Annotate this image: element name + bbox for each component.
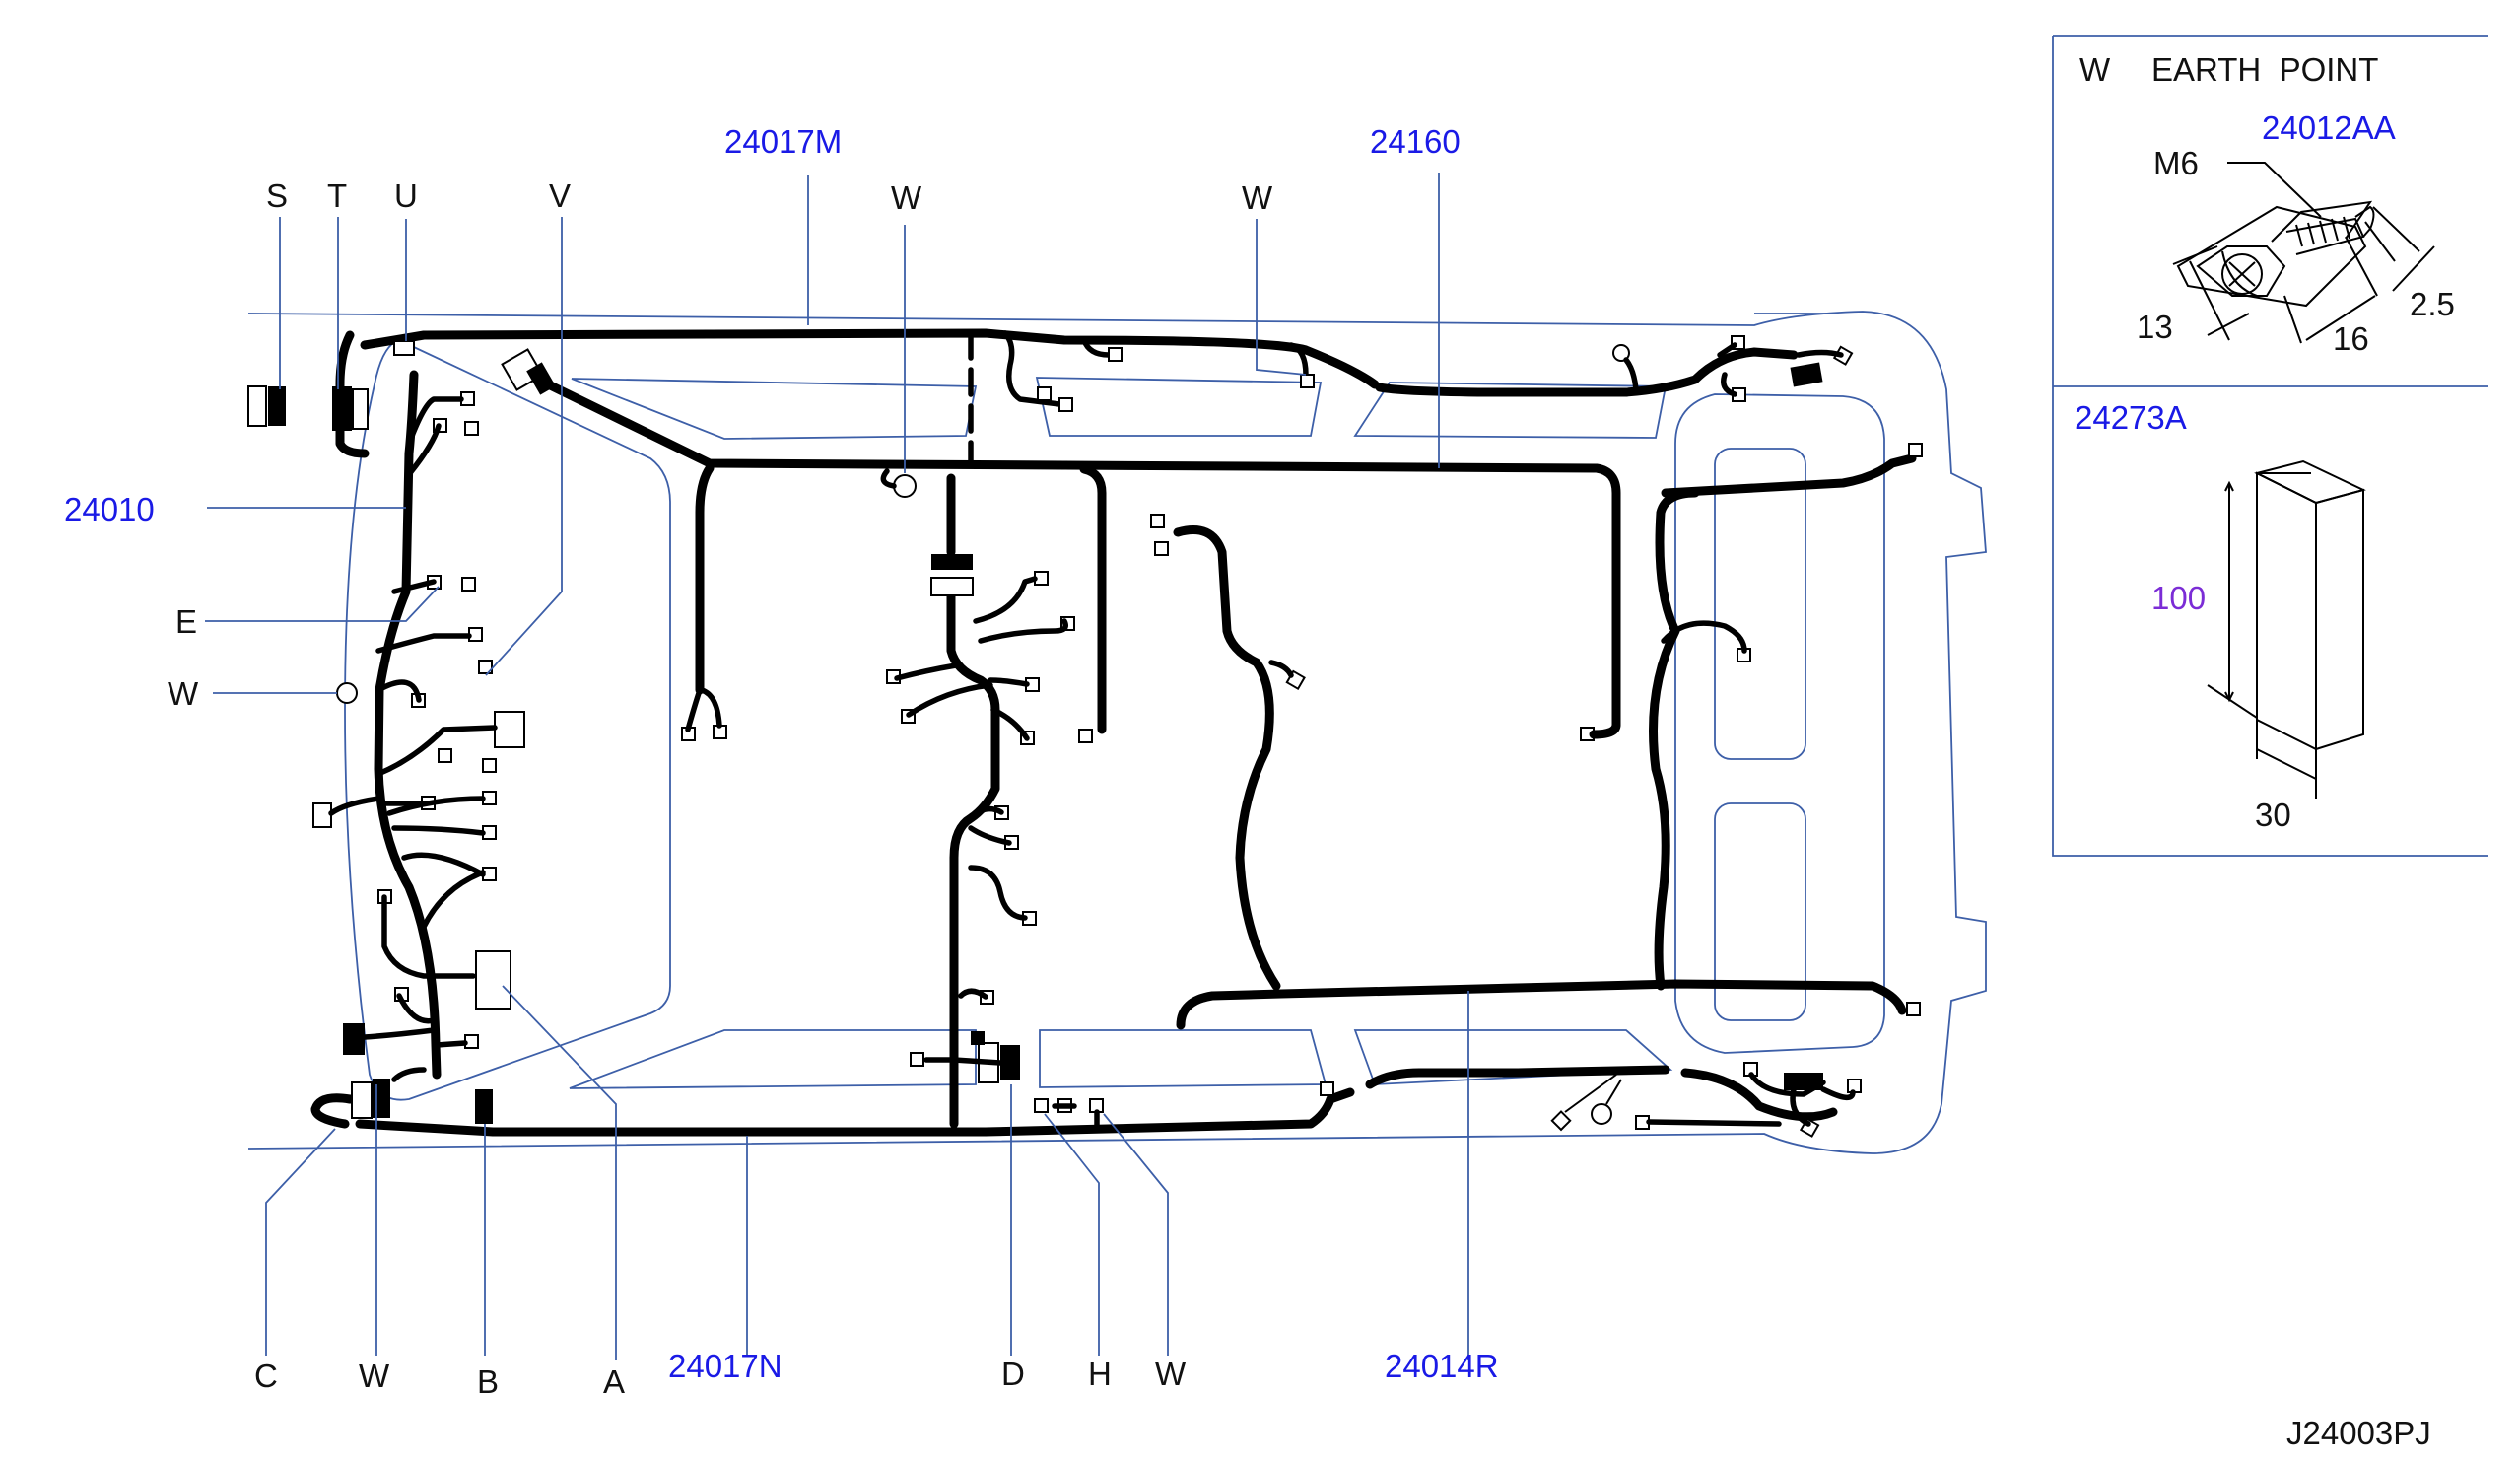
- part-24160: 24160: [1370, 123, 1461, 160]
- inset-bolt-part: 24012AA: [2262, 109, 2396, 146]
- harness-24010: [374, 370, 442, 1080]
- callout-c: C: [254, 1358, 278, 1394]
- dim-bolt-length: 16: [2333, 320, 2369, 357]
- part-number-labels: 24017M 24160 24010 24017N 24014R: [64, 123, 1499, 1384]
- callout-labels: S T U V W W E W C W B A D H W: [168, 177, 1273, 1400]
- inset-earth-title: EARTH POINT: [2151, 51, 2378, 88]
- callout-b: B: [477, 1363, 499, 1400]
- part-24017n: 24017N: [668, 1348, 783, 1384]
- callout-s: S: [266, 177, 288, 214]
- dim-bolt-tip: 2.5: [2410, 286, 2455, 322]
- callout-w-bottom-left: W: [359, 1358, 390, 1394]
- harness-24160: [527, 372, 1621, 730]
- wire-harnesses: [310, 328, 1917, 1137]
- part-24010: 24010: [64, 491, 155, 527]
- part-24014r: 24014R: [1385, 1348, 1499, 1384]
- harness-24014R: [1176, 979, 1907, 1030]
- leader-lines: [205, 173, 1469, 1360]
- earth-point-left: [336, 682, 358, 704]
- callout-w-bottom-right: W: [1155, 1356, 1187, 1392]
- harness-24017M: [360, 328, 1380, 389]
- callout-h: H: [1088, 1356, 1112, 1392]
- dim-bolt-head: 13: [2137, 309, 2173, 345]
- pad-block-drawing: [2207, 459, 2366, 799]
- callout-u: U: [394, 177, 418, 214]
- earth-bolt-drawing: [2172, 162, 2435, 344]
- inset-pad-part: 24273A: [2075, 399, 2187, 436]
- inset-panel: W EARTH POINT 24012AA M6 13 16 2.5 24273…: [2052, 35, 2488, 857]
- connectors: [247, 330, 1923, 1138]
- callout-w-top-right: W: [1242, 179, 1273, 216]
- callout-e: E: [175, 603, 197, 640]
- dim-pad-length: 100: [2151, 580, 2206, 616]
- dim-pad-width: 30: [2255, 797, 2291, 833]
- callout-w-left: W: [168, 675, 199, 712]
- vehicle-body-outline: [247, 311, 1987, 1154]
- part-24017m: 24017M: [724, 123, 842, 160]
- inset-earth-w: W: [2079, 51, 2111, 88]
- callout-a: A: [603, 1363, 625, 1400]
- inset-bolt-thread: M6: [2153, 145, 2199, 181]
- harness-24017N: [310, 1093, 365, 1129]
- callout-v: V: [549, 177, 571, 214]
- callout-t: T: [327, 177, 347, 214]
- callout-d: D: [1001, 1356, 1025, 1392]
- callout-w-top-center: W: [891, 179, 922, 216]
- drawing-code: J24003PJ: [2286, 1415, 2431, 1451]
